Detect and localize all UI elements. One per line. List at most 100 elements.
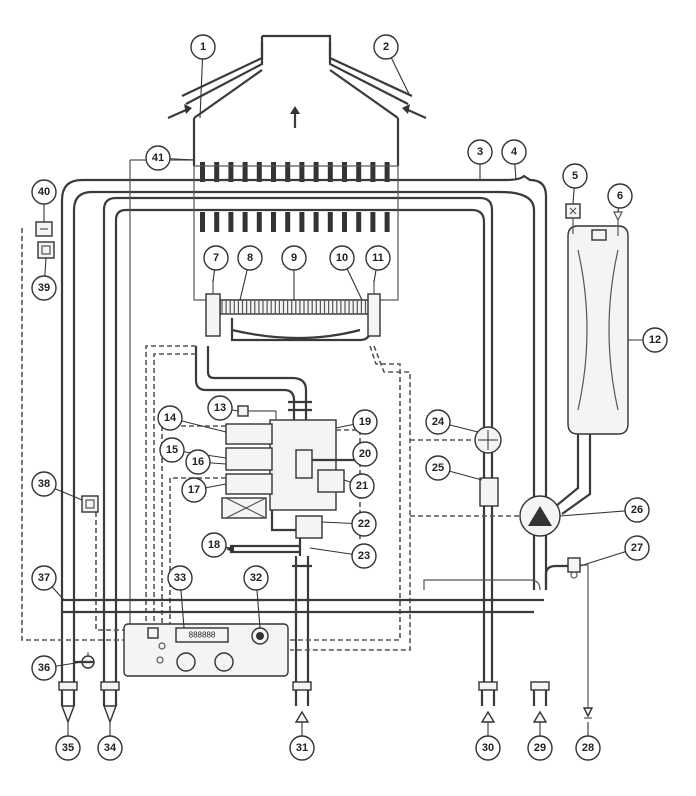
callout-circle [624, 535, 650, 561]
outer-pipe-loop [60, 174, 548, 690]
callout-number: 33 [174, 572, 186, 584]
temperature-knob-heating[interactable] [176, 652, 196, 672]
callout-circle [607, 183, 633, 209]
flue-arrow-icon [290, 106, 300, 128]
callout-24: 24 [425, 409, 451, 435]
fin [370, 212, 376, 232]
callout-circle [352, 441, 378, 467]
callout-circle [527, 735, 553, 761]
pressure-relief-valve [544, 557, 589, 708]
callout-number: 7 [213, 252, 219, 264]
callout-number: 14 [164, 412, 177, 424]
callout-4: 4 [501, 139, 527, 165]
callout-27: 27 [624, 535, 650, 561]
callout-33: 33 [167, 565, 193, 591]
callout-number: 19 [359, 416, 371, 428]
fin [228, 212, 234, 232]
automatic-air-vent [565, 203, 581, 234]
fin [256, 212, 262, 232]
callout-number: 38 [38, 478, 50, 490]
callout-circle [203, 245, 229, 271]
callout-34: 34 [97, 735, 123, 761]
callout-circle [181, 477, 207, 503]
fin [285, 212, 291, 232]
callout-circle [425, 455, 451, 481]
fin [313, 212, 319, 232]
leader-line [559, 509, 638, 517]
callout-circle [31, 275, 57, 301]
callout-1: 1 [190, 34, 216, 60]
fin [214, 162, 220, 182]
callout-circle [425, 409, 451, 435]
callout-number: 34 [104, 742, 117, 754]
callout-number: 31 [296, 742, 308, 754]
callout-circle [55, 735, 81, 761]
callout-circle [329, 245, 355, 271]
callout-number: 40 [38, 186, 50, 198]
callout-36: 36 [31, 655, 57, 681]
callout-41: 41 [145, 145, 171, 171]
fin [271, 162, 276, 182]
callout-14: 14 [157, 405, 183, 431]
callout-number: 29 [534, 742, 546, 754]
callout-number: 2 [383, 41, 389, 53]
callout-number: 20 [359, 448, 371, 460]
callout-number: 23 [358, 550, 370, 562]
callout-circle [642, 327, 668, 353]
callout-number: 8 [247, 252, 253, 264]
callout-number: 1 [200, 41, 206, 53]
ionisation-electrode [367, 280, 381, 337]
callout-circle [243, 565, 269, 591]
callout-25: 25 [425, 455, 451, 481]
temperature-knob-dhw[interactable] [214, 652, 234, 672]
callout-circle [145, 145, 171, 171]
callout-6: 6 [607, 183, 633, 209]
callout-circle [159, 437, 185, 463]
callout-circle [349, 473, 375, 499]
fin [342, 162, 347, 182]
drain-valve [74, 652, 95, 669]
fin [256, 162, 262, 182]
callout-12: 12 [642, 327, 668, 353]
callout-number: 15 [166, 444, 178, 456]
callout-10: 10 [329, 245, 355, 271]
air-inlet-arrow-right-icon [402, 104, 427, 120]
callout-circle [31, 179, 57, 205]
callout-number: 26 [631, 504, 643, 516]
callout-number: 41 [152, 152, 164, 164]
callout-circle [31, 565, 57, 591]
expansion-vessel-pipe [555, 434, 592, 515]
callout-5: 5 [562, 163, 588, 189]
circulation-pump [519, 495, 561, 537]
callout-11: 11 [365, 245, 391, 271]
fin [370, 162, 376, 182]
pressure-gauge [474, 426, 502, 454]
gas-pipe [194, 346, 312, 420]
fin [356, 162, 362, 182]
fin [384, 212, 390, 232]
fin [356, 212, 362, 232]
callout-32: 32 [243, 565, 269, 591]
callout-number: 28 [582, 742, 594, 754]
callout-circle [237, 245, 263, 271]
callout-number: 27 [631, 542, 643, 554]
callout-number: 17 [188, 484, 200, 496]
callout-2: 2 [373, 34, 399, 60]
fin [271, 212, 276, 232]
gas-valve [221, 405, 356, 556]
callout-circle [351, 543, 377, 569]
callout-15: 15 [159, 437, 185, 463]
callout-circle [575, 735, 601, 761]
callout-circle [352, 409, 378, 435]
gas-inlet-pipe [292, 556, 312, 690]
fin [242, 162, 248, 182]
drain-tip-icon [582, 707, 594, 718]
callout-16: 16 [185, 449, 211, 475]
connector-fitting [58, 681, 78, 691]
callout-circle [201, 532, 227, 558]
connector-tip-icon [294, 710, 310, 723]
callout-number: 9 [291, 252, 297, 264]
callout-21: 21 [349, 473, 375, 499]
callout-30: 30 [475, 735, 501, 761]
